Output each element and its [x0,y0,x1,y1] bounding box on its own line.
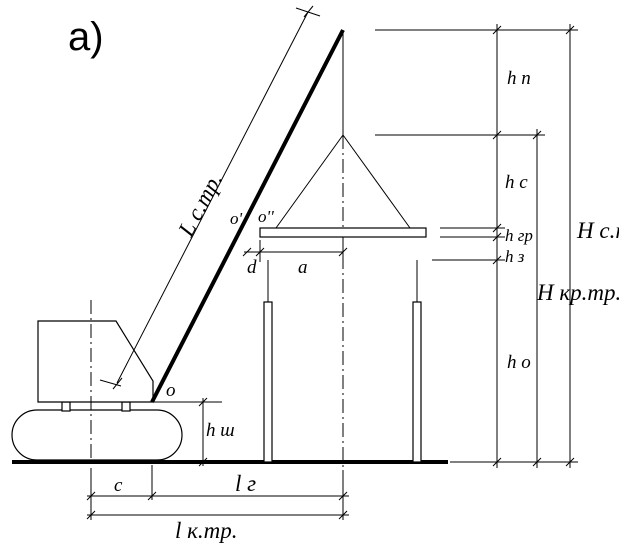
hook-height-label: H кр.тр. [536,280,619,305]
boom-dim-end-bottom [99,379,122,387]
track-support-left [61,401,71,412]
a-tick-right [338,247,348,257]
chain-tick-5 [492,255,502,265]
chain-tick-3 [492,223,502,233]
point-o-double-label: o'' [258,207,274,226]
hinge-tick-bottom [198,457,208,467]
support-right [412,301,422,463]
crane-track [11,409,183,461]
offset-d-label: d [247,257,257,278]
support-height-label: h o [507,352,531,373]
clearance-height-label: h з [505,247,525,266]
chain-tick-6 [492,457,502,467]
crane-cab [37,320,154,403]
cargo-beam [259,227,427,238]
hinge-height-label: h ш [206,420,235,441]
crane-tick-bottom [565,457,575,467]
boom-dimension-line [116,11,309,384]
panel-label: а) [68,15,104,59]
point-o-upper-label: o' [230,209,243,228]
boom-dim-tick-top [303,5,314,18]
hinge-point-label: o [166,380,176,401]
chain-tick-1 [492,25,502,35]
track-support-right [121,401,131,412]
pulley-height-label: h п [507,68,531,89]
lr-tick-right [338,491,348,501]
reach-tick-right [338,510,348,520]
boom-length-label: L c.тр. [173,169,227,242]
crane-boom [150,29,345,403]
boom-dim-tick-bottom [112,377,123,390]
hinge-tick-top [198,397,208,407]
crane-reach-label: l к.тр. [175,518,238,543]
offset-c-label: c [114,475,123,496]
sling-right [342,134,411,229]
reach-tick-left [86,510,96,520]
c-tick-right [147,491,157,501]
cargo-height-label: h гр [505,226,533,245]
crane-tick-top [565,25,575,35]
cargo-half-width-label: a [298,257,308,278]
sling-left [275,134,344,229]
d-tick-right [255,247,265,257]
hook-tick-bottom [532,457,542,467]
c-tick-left [86,491,96,501]
chain-tick-2 [492,130,502,140]
d-tick-left [242,247,252,257]
sling-height-label: h c [505,172,528,193]
support-left [263,301,273,463]
hook-tick-top [532,130,542,140]
crane-height-label: H с.тр. [576,218,619,243]
chain-tick-4 [492,232,502,242]
reach-lr-label: l г [235,471,256,496]
